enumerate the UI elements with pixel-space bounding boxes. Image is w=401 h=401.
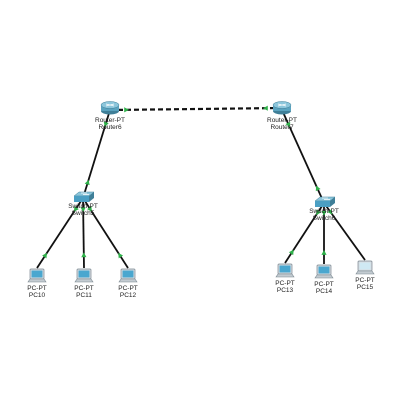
pc13-node[interactable] — [275, 263, 295, 278]
switch-left-node[interactable] — [73, 191, 95, 202]
link-status-switch-right-end — [315, 185, 321, 192]
link-status-pc10-end — [42, 252, 47, 259]
link-status-pc14-end — [321, 250, 327, 255]
link-status-switch-left-end — [87, 206, 92, 212]
pc14-node[interactable] — [314, 264, 334, 279]
link-status-switch-left-end — [84, 179, 90, 186]
pc-icon — [275, 263, 295, 278]
pc14-type-label: PC-PT — [314, 281, 334, 288]
pc12-node[interactable] — [118, 268, 138, 283]
router-icon — [100, 101, 120, 115]
pc13-name-label: PC13 — [277, 287, 294, 294]
switch-left-name-label: Switch5 — [72, 210, 95, 217]
switch-right-node[interactable] — [314, 196, 336, 207]
link-status-pc11-end — [81, 252, 87, 258]
pc-icon — [314, 264, 334, 279]
switch-icon — [314, 196, 336, 207]
link-status-switch-left-end — [80, 207, 86, 213]
router6-name-label: Router6 — [98, 124, 122, 131]
switch-right-name-label: Switch6 — [313, 215, 336, 222]
router7-name-label: Router7 — [270, 124, 294, 131]
switch-left-type-label: Switch-PT — [68, 203, 98, 210]
pc10-name-label: PC10 — [29, 292, 46, 299]
link-status-router7-end — [263, 105, 268, 111]
router-icon — [272, 101, 292, 115]
pc10-type-label: PC-PT — [27, 285, 47, 292]
link-status-router6-end — [124, 107, 129, 113]
link-status-switch-right-end — [316, 209, 321, 216]
link-status-switch-left-end — [73, 206, 79, 212]
switch-right-type-label: Switch-PT — [309, 208, 339, 215]
pc15-name-label: PC15 — [357, 284, 374, 291]
link-status-router6-end — [103, 121, 109, 127]
pc-icon — [74, 268, 94, 283]
pc12-name-label: PC12 — [120, 292, 137, 299]
pc-icon — [355, 260, 375, 275]
pc11-type-label: PC-PT — [74, 285, 94, 292]
pc-icon — [118, 268, 138, 283]
link-status-switch-right-end — [321, 210, 327, 216]
router6-type-label: Router-PT — [95, 117, 125, 124]
pc14-name-label: PC14 — [316, 288, 333, 295]
nodes-layer: Router-PTRouter6Router-PTRouter7Switch-P… — [27, 101, 375, 299]
link-router6-router7[interactable] — [109, 106, 283, 112]
pc12-type-label: PC-PT — [118, 285, 138, 292]
pc11-node[interactable] — [74, 268, 94, 283]
pc15-node[interactable] — [355, 260, 375, 275]
pc13-type-label: PC-PT — [275, 280, 295, 287]
pc11-name-label: PC11 — [76, 292, 92, 299]
link-status-pc13-end — [288, 249, 294, 256]
router7-type-label: Router-PT — [267, 117, 297, 124]
pc-icon — [27, 268, 47, 283]
pc10-node[interactable] — [27, 268, 47, 283]
router6-node[interactable] — [100, 101, 120, 115]
pc15-type-label: PC-PT — [355, 277, 375, 284]
switch-icon — [73, 191, 95, 202]
router7-node[interactable] — [272, 101, 292, 115]
links-layer — [36, 105, 366, 269]
link-status-router7-end — [285, 121, 291, 128]
link-status-switch-right-end — [327, 209, 333, 215]
link-status-pc12-end — [118, 252, 124, 259]
